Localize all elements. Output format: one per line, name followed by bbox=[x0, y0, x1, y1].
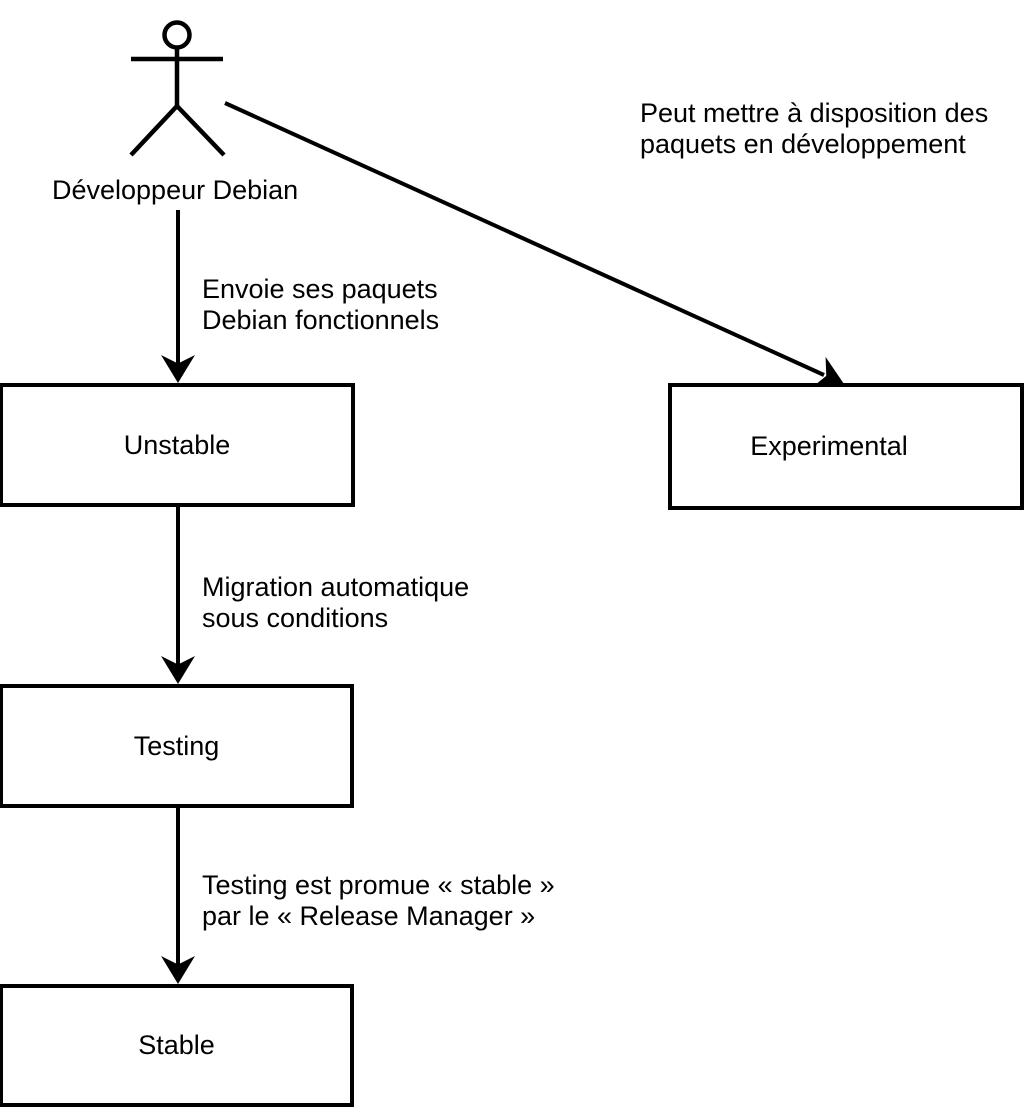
annotation-line: paquets en développement bbox=[640, 129, 966, 159]
experimental-box: Experimental bbox=[668, 383, 1024, 510]
actor-label: Développeur Debian bbox=[52, 175, 299, 205]
unstable-box: Unstable bbox=[0, 383, 355, 507]
annotation-line: par le « Release Manager » bbox=[202, 901, 536, 931]
annotation-to-stable: Testing est promue « stable » par le « R… bbox=[202, 870, 555, 932]
unstable-box-label: Unstable bbox=[123, 429, 231, 460]
annotation-line: Envoie ses paquets bbox=[202, 274, 438, 304]
arrow-testing-to-stable bbox=[161, 808, 195, 984]
experimental-box-label: Experimental bbox=[750, 431, 908, 461]
person-stick-figure-icon bbox=[129, 20, 226, 157]
annotation-line: Debian fonctionnels bbox=[202, 305, 440, 335]
testing-box-label: Testing bbox=[133, 730, 220, 761]
arrow-developer-to-unstable bbox=[161, 210, 195, 383]
annotation-to-unstable: Envoie ses paquets Debian fonctionnels bbox=[202, 274, 439, 336]
stable-box-label: Stable bbox=[138, 1030, 215, 1060]
testing-box: Testing bbox=[0, 684, 354, 808]
annotation-line: Migration automatique bbox=[202, 572, 470, 602]
stable-box: Stable bbox=[0, 984, 354, 1107]
annotation-to-testing: Migration automatique sous conditions bbox=[202, 572, 469, 634]
annotation-line: sous conditions bbox=[202, 603, 389, 633]
annotation-line: Peut mettre à disposition des bbox=[640, 98, 989, 128]
arrow-unstable-to-testing bbox=[161, 507, 195, 684]
annotation-to-experimental: Peut mettre à disposition des paquets en… bbox=[640, 98, 988, 160]
arrow-developer-to-experimental bbox=[224, 101, 844, 388]
annotation-line: Testing est promue « stable » bbox=[202, 870, 555, 900]
